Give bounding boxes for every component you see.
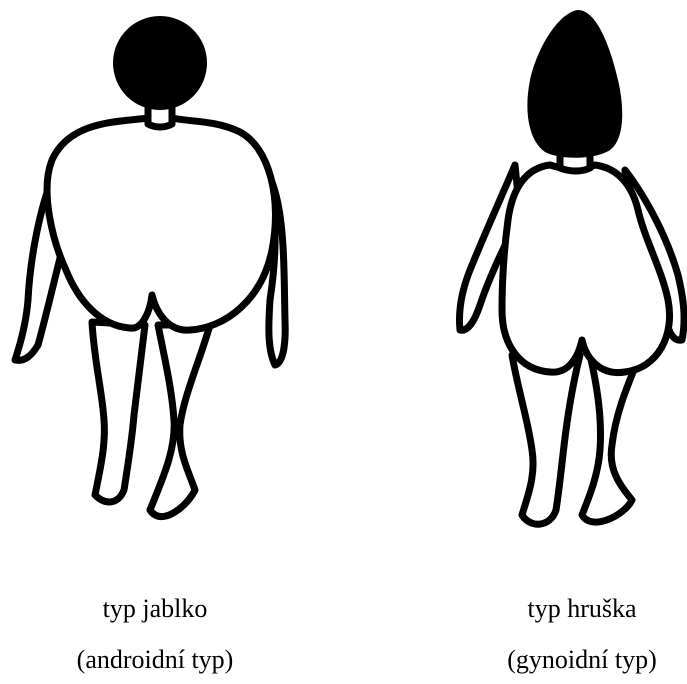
pear-head: [527, 10, 622, 158]
pear-caption: typ hruška (gynoidní typ): [477, 594, 687, 675]
apple-figure-illustration: [0, 0, 300, 560]
apple-left-leg: [92, 322, 145, 502]
apple-caption-subtitle: (androidní typ): [40, 645, 270, 675]
apple-caption: typ jablko (androidní typ): [40, 594, 270, 675]
apple-torso: [47, 118, 275, 330]
pear-left-leg: [512, 355, 580, 524]
apple-head: [113, 16, 207, 110]
pear-caption-subtitle: (gynoidní typ): [477, 645, 687, 675]
apple-right-leg: [150, 325, 210, 517]
pear-right-leg: [582, 355, 640, 522]
apple-body-figure: [0, 0, 300, 560]
pear-body-figure: [420, 0, 687, 560]
pear-figure-illustration: [420, 0, 687, 560]
apple-caption-title: typ jablko: [40, 594, 270, 624]
pear-caption-title: typ hruška: [477, 594, 687, 624]
